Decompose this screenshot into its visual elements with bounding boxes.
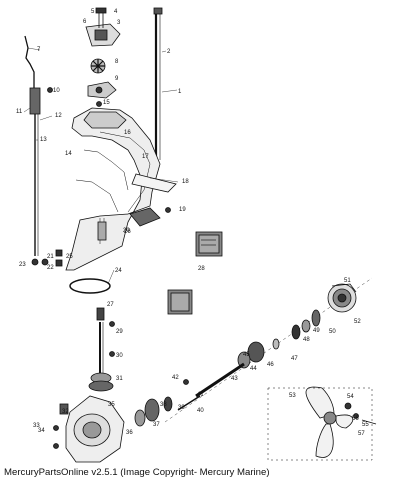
- callout-labels: 1 2 3 4 5 6 7 8 9 10 11 12 13 14 15 16 1…: [16, 9, 369, 437]
- lower-nuts: [41, 249, 63, 267]
- callout-26: 26: [124, 229, 131, 235]
- callout-8: 8: [115, 59, 119, 65]
- callout-28: 28: [198, 266, 205, 272]
- callout-21: 21: [47, 254, 54, 260]
- callout-25: 25: [66, 254, 73, 260]
- impeller: [90, 58, 106, 74]
- callout-51: 51: [344, 278, 351, 284]
- callout-31: 31: [116, 376, 123, 382]
- callout-14: 14: [65, 151, 72, 157]
- callout-36: 36: [126, 430, 133, 436]
- callout-3: 3: [117, 20, 121, 26]
- callout-22: 22: [47, 265, 54, 271]
- callout-33: 33: [33, 423, 40, 429]
- callout-54: 54: [347, 394, 354, 400]
- callout-29: 29: [116, 329, 123, 335]
- key: [96, 101, 102, 107]
- propeller: [305, 386, 377, 458]
- reverse-gear: [134, 396, 173, 427]
- callout-50: 50: [329, 329, 336, 335]
- callout-10: 10: [53, 88, 60, 94]
- callout-24: 24: [115, 268, 122, 274]
- callout-32: 32: [62, 409, 69, 415]
- callout-48: 48: [303, 337, 310, 343]
- callout-44: 44: [250, 366, 257, 372]
- callout-39: 39: [178, 405, 185, 411]
- callout-43: 43: [231, 376, 238, 382]
- callout-34: 34: [38, 428, 45, 434]
- water-pump-cover: [85, 7, 121, 47]
- callout-16: 16: [124, 130, 131, 136]
- callout-37: 37: [153, 422, 160, 428]
- image-caption: MercuryPartsOnline v2.5.1 (Image Copyrig…: [4, 467, 270, 478]
- callout-13: 13: [40, 137, 47, 143]
- callout-27: 27: [107, 302, 114, 308]
- callout-47: 47: [291, 356, 298, 362]
- callout-4: 4: [114, 9, 118, 15]
- callout-46: 46: [267, 362, 274, 368]
- lower-gear-case: [53, 395, 125, 463]
- callout-42: 42: [172, 375, 179, 381]
- callout-15: 15: [103, 100, 110, 106]
- leader-lines: [23, 47, 179, 285]
- shift-rod: [29, 87, 53, 266]
- propeller-group-outline: [267, 387, 373, 461]
- callout-9: 9: [115, 76, 119, 82]
- callout-30: 30: [116, 353, 123, 359]
- pump-base-plate: [87, 81, 117, 99]
- callout-5: 5: [91, 9, 95, 15]
- callout-41: 41: [197, 392, 204, 398]
- callout-55: 55: [362, 422, 369, 428]
- callout-53: 53: [289, 393, 296, 399]
- callout-45: 45: [243, 352, 250, 358]
- callout-19: 19: [179, 207, 186, 213]
- bearing-carrier: [327, 283, 357, 313]
- callout-35: 35: [108, 402, 115, 408]
- callout-56: 56: [352, 416, 359, 422]
- callout-49: 49: [313, 328, 320, 334]
- decal-middle: [167, 289, 193, 315]
- callout-2: 2: [167, 49, 171, 55]
- callout-40: 40: [197, 408, 204, 414]
- drive-shaft: [153, 7, 163, 160]
- callout-57: 57: [358, 431, 365, 437]
- callout-11: 11: [16, 109, 23, 115]
- o-ring: [69, 278, 111, 294]
- callout-12: 12: [55, 113, 62, 119]
- gear-housing: [65, 107, 161, 271]
- seals-and-washers: [272, 309, 321, 350]
- callout-17: 17: [142, 154, 149, 160]
- decal-upper: [195, 231, 223, 257]
- propeller-shaft: [177, 362, 245, 411]
- callout-23: 23: [19, 262, 26, 268]
- forward-gear: [237, 341, 265, 369]
- callout-20: 20: [123, 228, 130, 234]
- shift-shaft-upper: [24, 35, 35, 94]
- driveshaft-lower: [88, 307, 115, 392]
- trim-tab-plate: [129, 173, 177, 227]
- callout-18: 18: [182, 179, 189, 185]
- callout-6: 6: [83, 19, 87, 25]
- callout-38: 38: [160, 402, 167, 408]
- callout-1: 1: [178, 89, 182, 95]
- callout-52: 52: [354, 319, 361, 325]
